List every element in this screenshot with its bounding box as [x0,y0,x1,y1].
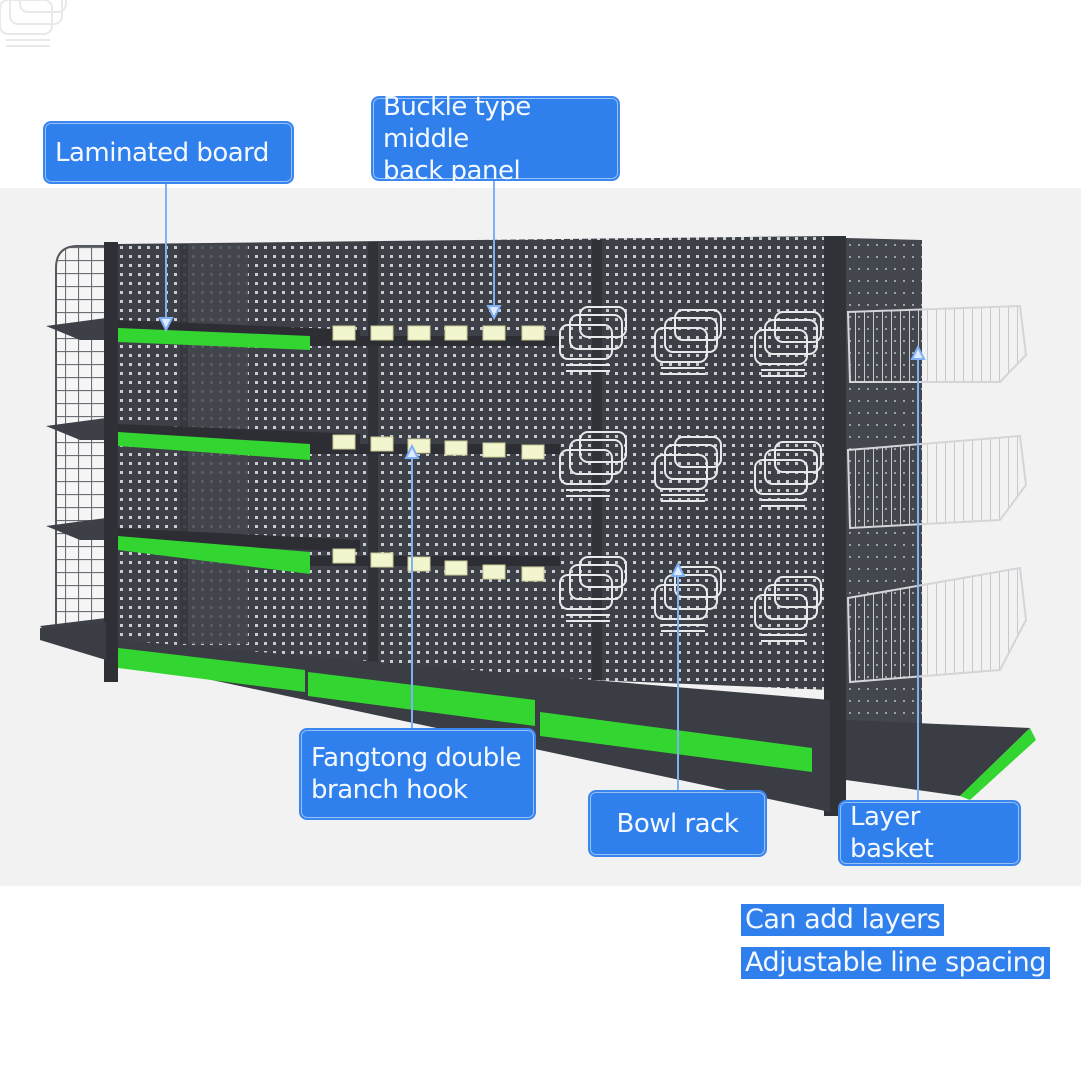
note-can-add-layers: Can add layers [741,904,945,936]
leader-lines [158,180,926,806]
callout-fangtong-hook: Fangtong double branch hook [299,728,536,820]
callout-bowl-rack: Bowl rack [588,790,767,857]
hook-rails [310,336,560,566]
callout-bowl-rack-text: Bowl rack [616,808,739,839]
left-mesh-end-panel [55,245,107,641]
callout-layer-basket-text: Layer basket [850,802,934,864]
callout-laminated-board-text: Laminated board [55,137,269,168]
callout-laminated-board: Laminated board [43,121,294,184]
callout-fangtong-hook-line1: Fangtong double [311,743,521,773]
callout-layer-basket: Layer basket [838,800,1021,866]
note-adjustable-spacing: Adjustable line spacing [741,947,1050,979]
laminated-boards [118,320,360,574]
callout-buckle-back-panel-line1: Buckle type middle [383,91,531,154]
shelf-base [40,622,1036,812]
callout-fangtong-hook-line2: branch hook [311,775,468,805]
price-tags [332,325,545,582]
callout-buckle-back-panel-line2: back panel [383,155,521,186]
layer-baskets [846,304,1028,684]
bowl-racks [0,0,822,642]
callout-buckle-back-panel: Buckle type middle back panel [371,92,620,186]
